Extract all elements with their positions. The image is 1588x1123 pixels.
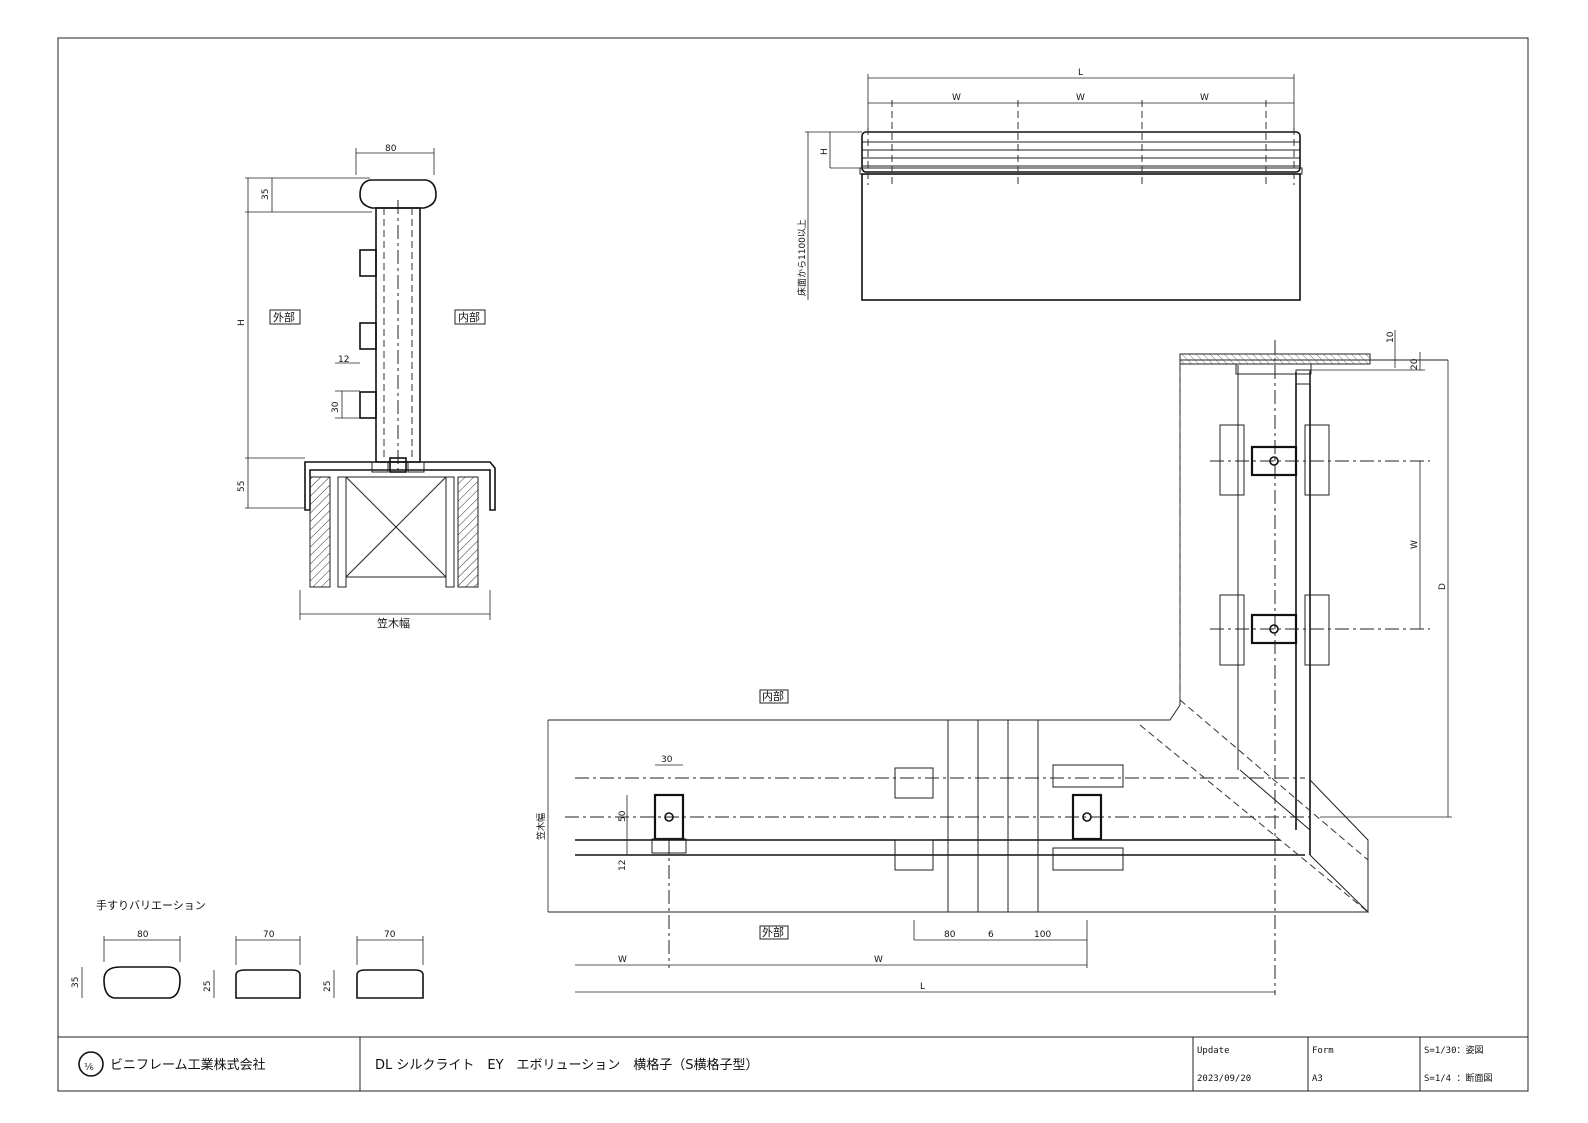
variation-2-height: 25 [203,981,213,992]
variations [81,936,424,999]
plan-dim-12: 12 [618,860,628,871]
plan-label-inside: 内部 [762,689,784,703]
section-dim-height: H [237,319,247,326]
elevation-view [805,74,1303,301]
section-dim-width: 80 [385,144,397,154]
plan-label-outside: 外部 [762,925,784,939]
plan-dim-30: 30 [661,755,673,765]
product-title: DL シルクライト EY エボリューション 横格子（S横格子型） [375,1057,759,1073]
logo-mark: ⅙ [84,1062,94,1073]
plan-dim-10: 10 [1386,331,1396,343]
plan-view [547,330,1452,995]
plan-dim-w-small: W [618,955,627,965]
section-dim-base: 55 [237,481,247,492]
update-label: Update [1197,1046,1230,1056]
plan-dim-w-large: W [874,955,883,965]
variation-1-height: 35 [71,977,81,988]
elev-dim-w1: W [952,93,961,103]
plan-dim-80: 80 [944,930,956,940]
section-label-width: 笠木幅 [377,616,410,630]
plan-dim-6: 6 [988,930,994,940]
scale-2: S=1/4 ：断面図 [1424,1072,1493,1084]
elev-dim-w2: W [1076,93,1085,103]
elev-dim-h: H [820,148,830,155]
title-block-frame: ⅙ [58,1036,1528,1091]
variation-3-height: 25 [323,981,333,992]
plan-dim-20: 20 [1410,358,1420,370]
scale-1: S=1/30：姿図 [1424,1044,1484,1056]
plan-dim-50: 50 [618,810,628,822]
elev-dim-length: L [1078,68,1083,78]
plan-dim-100: 100 [1034,930,1051,940]
variation-3-width: 70 [384,930,396,940]
section-dim-bar: 30 [331,401,341,413]
plan-label-width: 笠木幅 [535,813,547,840]
section-dim-top: 35 [261,189,271,200]
section-label-outside: 外部 [273,310,295,324]
variation-2-width: 70 [263,930,275,940]
section-view [245,148,496,620]
company-name: ビニフレーム工業株式会社 [110,1057,266,1073]
form-value: A3 [1312,1074,1323,1084]
plan-dim-d: D [1438,583,1448,590]
plan-dim-w-right: W [1410,540,1420,549]
update-value: 2023/09/20 [1197,1074,1251,1084]
plan-dim-l: L [920,982,925,992]
sheet-border [57,37,1529,1092]
elev-dim-w3: W [1200,93,1209,103]
section-dim-gap: 12 [338,355,349,365]
variations-title: 手すりバリエーション [96,898,206,912]
section-label-inside: 内部 [458,310,480,324]
elev-dim-floor: 床面から1100以上 [796,219,808,296]
variation-1-width: 80 [137,930,149,940]
form-label: Form [1312,1046,1334,1056]
